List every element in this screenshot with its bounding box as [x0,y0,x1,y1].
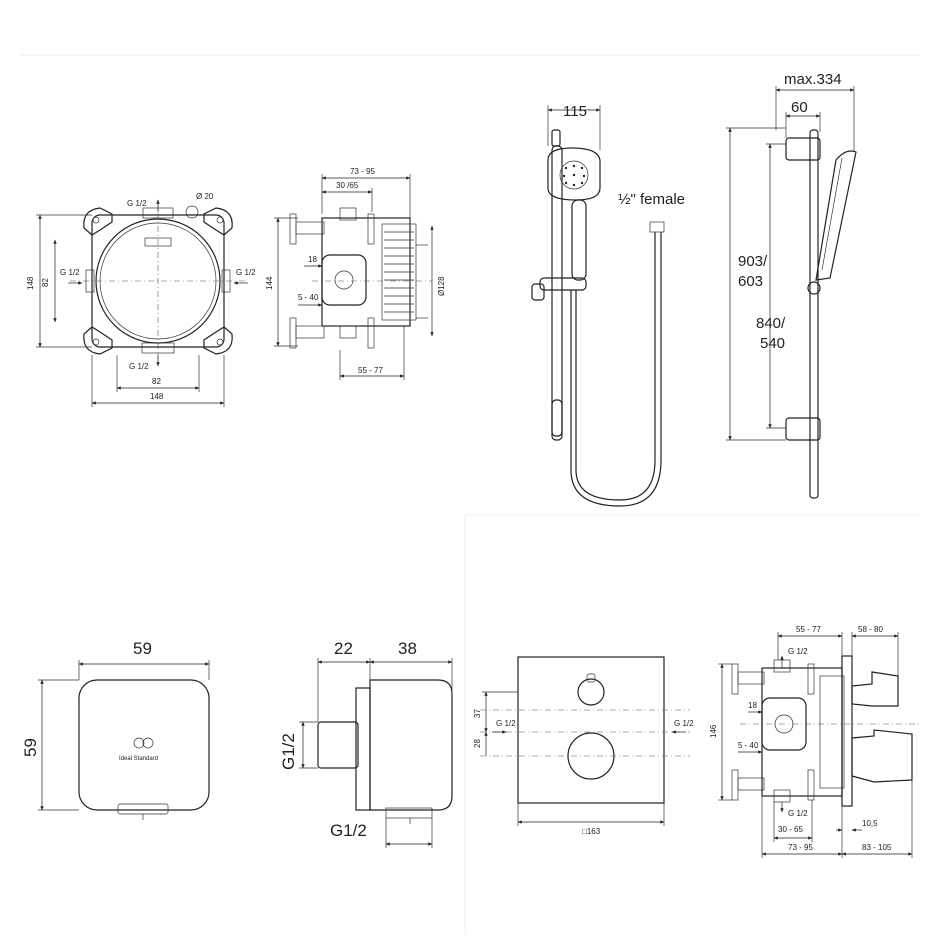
rail-height-840: 840/ [756,315,786,332]
box-side-width-55-77: 55 - 77 [358,366,383,375]
box-front-width-148: 148 [150,392,164,401]
rail-max-334: max.334 [784,71,842,88]
outlet-height-59: 59 [21,738,40,757]
box-side-dia-128: Ø128 [437,276,446,296]
box-side-height-144: 144 [265,276,274,290]
rail-width-60: 60 [791,99,808,116]
concealed-box-side-view: 73 - 95 30 /65 144 18 5 - 40 Ø128 55 - 7… [265,167,446,380]
valve-width-73-95: 73 - 95 [788,843,813,852]
box-front-dia-20-label: Ø 20 [196,192,214,201]
box-front-height-82: 82 [41,278,50,287]
box-side-depth-5-40: 5 - 40 [298,293,319,302]
valve-side-view: 55 - 77 58 - 80 G 1/2 146 18 5 - 40 G 1/… [709,625,920,858]
plate-dim-28: 28 [473,739,482,748]
wall-outlet-side-view: 22 38 G1/2 G1/2 [279,639,453,848]
valve-width-55-77: 55 - 77 [796,625,821,634]
valve-g-top: G 1/2 [788,647,808,656]
valve-height-146: 146 [709,724,718,738]
concealed-box-front-view: G 1/2 Ø 20 G 1/2 G 1/2 G 1/2 148 82 82 1… [26,192,256,407]
wall-outlet-front-view: Ideal Standard 59 59 [21,639,210,820]
plate-width-163: □163 [582,827,601,836]
box-front-g-bottom-label: G 1/2 [129,362,149,371]
valve-depth-18: 18 [748,701,757,710]
rail-side-view: max.334 60 903/ 603 840/ 540 [726,71,857,499]
outlet-side-width-22: 22 [334,639,353,658]
plate-g-right: G 1/2 [674,719,694,728]
outlet-side-width-38: 38 [398,639,417,658]
box-side-width-30-65: 30 /65 [336,181,359,190]
box-front-g-left-label: G 1/2 [60,268,80,277]
valve-width-10-5: 10,5 [862,819,878,828]
outlet-side-thread-side: G1/2 [279,733,298,770]
valve-depth-5-40: 5 - 40 [738,741,759,750]
outlet-width-59: 59 [133,639,152,658]
box-front-width-82: 82 [152,377,161,386]
plate-dim-37: 37 [473,709,482,718]
valve-width-30-65: 30 - 65 [778,825,803,834]
thermostat-plate-front-view: 37 28 G 1/2 G 1/2 □163 [473,656,694,836]
outlet-brand-text: Ideal Standard [119,756,158,762]
box-front-g-right-label: G 1/2 [236,268,256,277]
outlet-side-thread-bottom: G1/2 [330,821,367,840]
valve-width-83-105: 83 - 105 [862,843,892,852]
rail-height-603: 603 [738,273,763,290]
box-front-g-top-label: G 1/2 [127,199,147,208]
shower-hose-thread-label: ½" female [618,191,685,208]
rail-height-540: 540 [760,335,785,352]
box-side-width-73-95: 73 - 95 [350,167,375,176]
valve-g-bottom: G 1/2 [788,809,808,818]
sheet-frame [20,54,920,935]
box-front-height-148: 148 [26,276,35,290]
shower-head-nozzles [559,160,589,190]
box-side-depth-18: 18 [308,255,317,264]
box-side-ribs [384,231,414,313]
shower-rail-set: 115 ½" female [531,103,685,507]
valve-width-58-80: 58 - 80 [858,625,883,634]
rail-height-903: 903/ [738,253,768,270]
plate-g-left: G 1/2 [496,719,516,728]
shower-width-115: 115 [563,103,587,120]
